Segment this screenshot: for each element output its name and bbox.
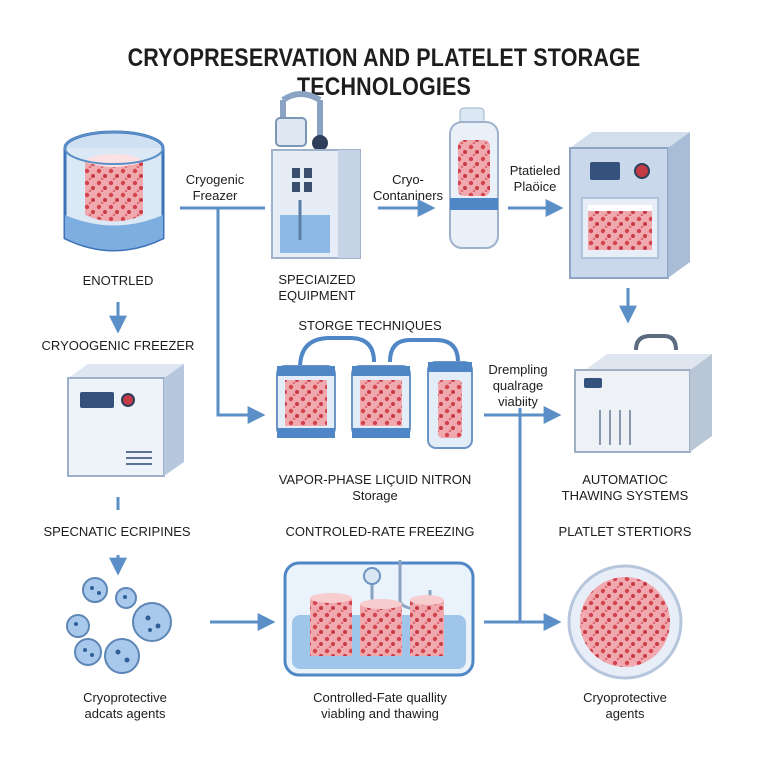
platelet-dish-icon <box>567 564 683 680</box>
cryo-tank-icon <box>63 130 165 252</box>
label-controled-rate: CONTROLED-RATE FREEZING <box>285 524 475 539</box>
label-controlled-fate: Controlled-Fate quallity viabling and th… <box>313 690 447 721</box>
cell-cluster-icon <box>66 577 172 674</box>
page-title: CRYOPRESERVATION AND PLATELET STORAGE TE… <box>127 44 641 101</box>
storage-cylinders-icon <box>276 336 473 449</box>
label-cryoprotective-adcats: Cryoprotective adcats agents <box>83 690 167 721</box>
arrow-freezer-to-storage <box>216 208 266 424</box>
cryo-container-icon <box>449 107 499 249</box>
controlled-rate-bath-icon <box>283 560 475 677</box>
label-cryoprotective-agents: Cryoprotective agents <box>583 690 667 721</box>
thawing-system-icon <box>574 334 712 453</box>
label-platieled-placice: Ptatieled Plaöice <box>509 163 561 194</box>
label-drempling: Drempling qualrage viabiity <box>488 362 548 409</box>
label-cryogenic-freezer-arrow: Cryogenic Freazer <box>185 172 245 203</box>
label-storge-techniques: STORGE TECHNIQUES <box>298 318 442 333</box>
label-cryoogenic-freezer: CRYOOGENIC FREEZER <box>41 338 195 353</box>
platelet-incubator-icon <box>569 132 690 279</box>
label-vapor-phase: VAPOR-PHASE LIÇUID NITRON Storage <box>278 472 472 503</box>
connector-arrows <box>109 199 637 631</box>
label-enotrled: ENOTRLED <box>82 273 154 288</box>
label-specnatic-ecripines: SPECNATIC ECRIPINES <box>43 524 191 539</box>
cryogenic-freezer-icon <box>67 364 184 477</box>
label-automatic-thawing: AUTOMATIOC THAWING SYSTEMS <box>561 472 689 503</box>
specialized-equipment-icon <box>271 91 361 259</box>
label-specialized-equipment: SPECIAIZED EQUIPMENT <box>278 272 356 303</box>
label-platlet-stertiors: PLATLET STERTIORS <box>558 524 692 539</box>
label-cryo-containers: Cryo- Contaniners <box>372 172 444 203</box>
